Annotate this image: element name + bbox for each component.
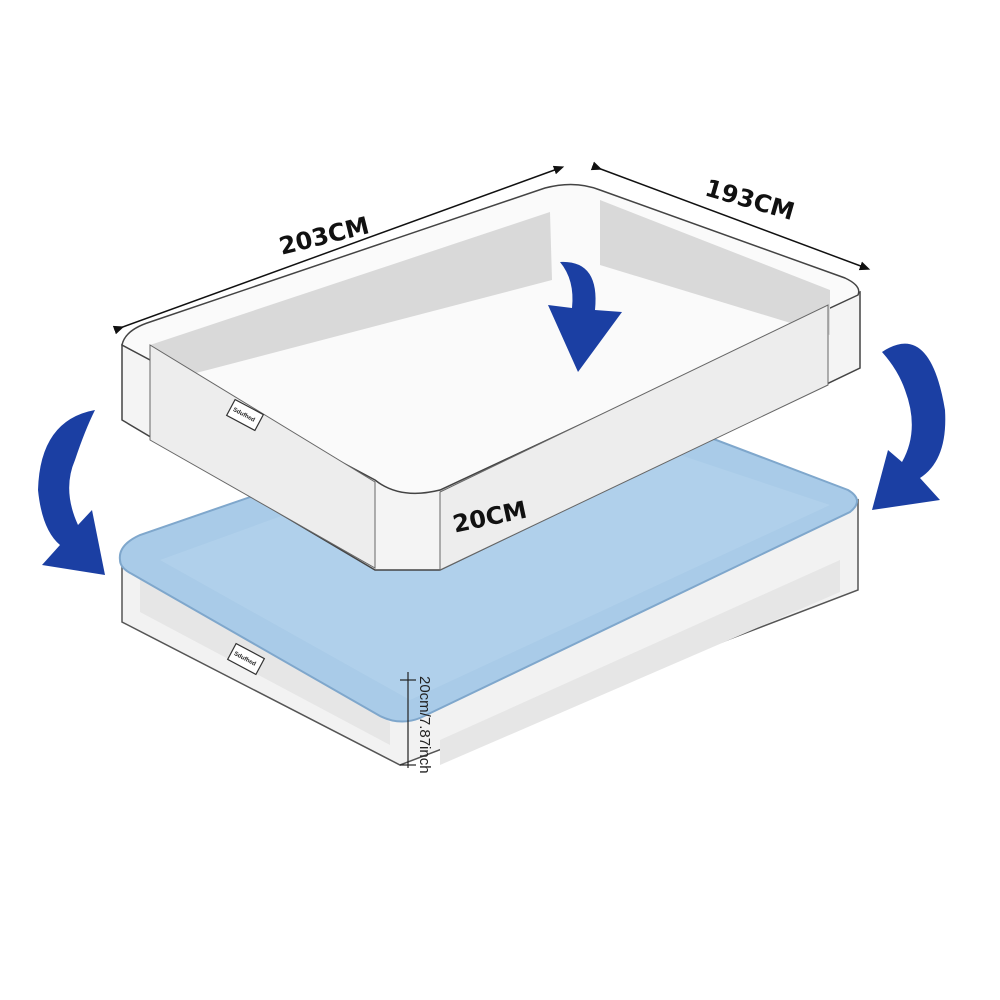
brand-tag: Sdufhed xyxy=(226,642,266,676)
height-detail-label: 20cm/7.87inch xyxy=(416,676,433,774)
width-label: 193CM xyxy=(702,174,798,226)
lower-tray: Sdufhed xyxy=(118,388,859,766)
arrows xyxy=(38,261,946,575)
curved-arrow-right-icon xyxy=(872,343,946,510)
curved-arrow-left-icon xyxy=(38,410,105,575)
down-arrow-icon xyxy=(548,261,622,372)
brand-tag: Sdufhed xyxy=(225,398,265,432)
length-dimension-line xyxy=(112,165,565,335)
width-dimension-line xyxy=(590,161,871,271)
